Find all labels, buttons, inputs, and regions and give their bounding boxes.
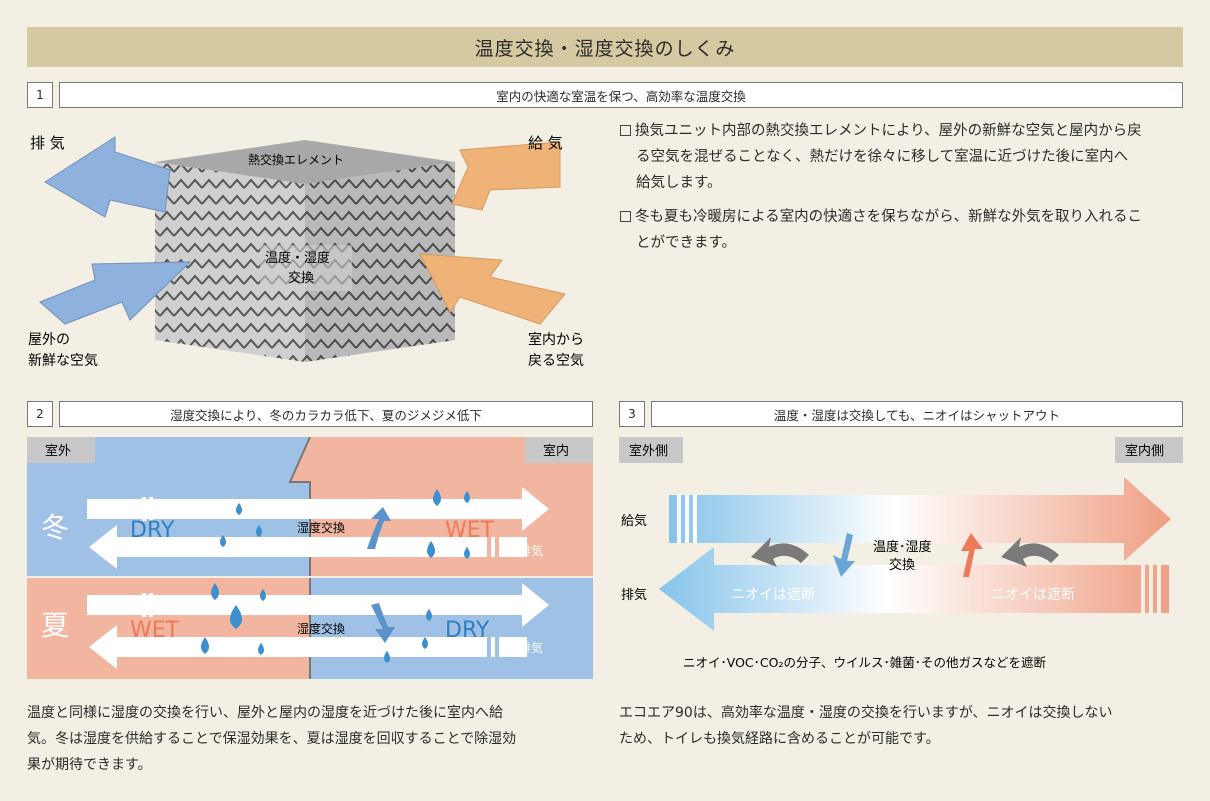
exhaust-label: 排 気: [30, 134, 65, 152]
outdoor-label-2: 新鮮な空気: [28, 353, 98, 369]
odor-return-arrow-left-icon: [751, 537, 809, 567]
indoor-label-1: 室内から: [528, 331, 584, 348]
blocked-note: ニオイ･VOC･CO₂の分子、ウイルス･雑菌･その他ガスなどを遮断: [683, 655, 1046, 670]
outdoor-label-1: 屋外の: [28, 332, 70, 348]
section1-number: 1: [27, 82, 53, 108]
section2-description: 温度と同様に湿度の交換を行い、屋外と屋内の湿度を近づけた後に室内へ給 気。冬は湿…: [27, 705, 517, 773]
exchange-down-arrow-icon: [833, 533, 855, 577]
outside-side-label: 室外側: [629, 443, 668, 459]
section2-header: 2 湿度交換により、冬のカラカラ低下、夏のジメジメ低下: [27, 401, 593, 427]
supply-arrow: [669, 477, 1171, 561]
inside-side-label: 室内側: [1125, 443, 1164, 459]
exchange-label-1: 温度･湿度: [873, 539, 932, 555]
summer-inside-bg: [310, 577, 593, 679]
page-title: 温度交換・湿度交換のしくみ: [27, 27, 1183, 67]
element-left-face: [155, 162, 305, 362]
element-right-face: [305, 162, 455, 362]
outdoor-air-arrow: [39, 261, 192, 325]
humidity-diagram: 室外 室内 冬 給気 DRY WET 湿度交換 排気 夏 給気 WET DRY …: [27, 437, 593, 679]
summer-exhaust-label: 排気: [519, 640, 543, 655]
exchange-label-2: 交換: [288, 270, 314, 286]
winter-exhaust-label: 排気: [519, 543, 543, 558]
summer-exchange-arrow-icon: [371, 603, 395, 643]
exhaust-arrow: [659, 547, 1169, 631]
bullet-1: 換気ユニット内部の熱交換エレメントにより、屋外の新鮮な空気と屋内から戻 る空気を…: [620, 118, 1185, 196]
element-label: 熱交換エレメント: [248, 152, 344, 167]
exchange-label-1: 温度・湿度: [265, 250, 330, 266]
summer-wet-label: WET: [130, 618, 180, 643]
section1-heading: 室内の快適な室温を保つ、高効率な温度交換: [59, 82, 1183, 108]
summer-supply-arrow: [87, 583, 549, 627]
winter-dry-label: DRY: [130, 518, 175, 543]
indoor-label-2: 戻る空気: [528, 353, 584, 369]
winter-exchange-label: 湿度交換: [297, 520, 345, 535]
odor-return-arrow-right-icon: [1001, 537, 1059, 567]
odor-blocked-right: ニオイは遮断: [991, 587, 1075, 603]
exchange-up-arrow-icon: [961, 533, 983, 577]
section1-header: 1 室内の快適な室温を保つ、高効率な温度交換: [27, 82, 1183, 108]
winter-wet-label: WET: [445, 518, 495, 543]
section3-header: 3 温度・湿度は交換しても、ニオイはシャットアウト: [619, 401, 1183, 427]
section3-number: 3: [619, 401, 645, 427]
supply-arrow: [451, 141, 561, 211]
indoor-air-arrow: [419, 253, 566, 325]
exhaust-arrow: [44, 136, 171, 218]
winter-label: 冬: [41, 511, 69, 544]
summer-exchange-label: 湿度交換: [297, 621, 345, 636]
heat-exchange-illustration: 排 気 給 気 熱交換エレメント 温度・湿度 交換 屋外の 新鮮な空気 室内から…: [28, 134, 584, 369]
summer-label: 夏: [41, 609, 69, 642]
winter-exchange-arrow-icon: [367, 507, 391, 549]
summer-exhaust-arrow: [89, 625, 527, 669]
odor-blocked-left: ニオイは遮断: [731, 587, 815, 603]
water-drop-icons: [201, 489, 470, 663]
inside-label: 室内: [543, 443, 569, 459]
outside-label: 室外: [45, 443, 71, 459]
section2-number: 2: [27, 401, 53, 427]
winter-exhaust-arrow: [89, 525, 527, 569]
checkbox-icon: [620, 125, 631, 136]
supply-label: 給 気: [528, 134, 563, 152]
summer-dry-label: DRY: [445, 618, 490, 643]
summer-supply-label: 給気: [89, 597, 113, 612]
winter-supply-arrow: [87, 487, 549, 531]
checkbox-icon: [620, 211, 631, 222]
winter-supply-label: 給気: [89, 501, 113, 516]
section3-heading: 温度・湿度は交換しても、ニオイはシャットアウト: [651, 401, 1183, 427]
exhaust-label: 排気: [621, 587, 647, 603]
bullet-2: 冬も夏も冷暖房による室内の快適さを保ちながら、新鮮な外気を取り入れるこ とができ…: [620, 204, 1185, 256]
supply-label: 給気: [621, 513, 647, 529]
odor-block-diagram: 室外側 室内側 給気 排気 温度･湿度 交換 ニオイは遮断 ニオイは遮断 ニオイ…: [619, 437, 1183, 670]
section3-description: エコエア90は、高効率な温度・湿度の交換を行いますが、ニオイは交換しない ため、…: [619, 705, 1113, 747]
section2-heading: 湿度交換により、冬のカラカラ低下、夏のジメジメ低下: [59, 401, 593, 427]
exchange-label-2: 交換: [889, 557, 915, 573]
element-top-face: [155, 140, 455, 184]
